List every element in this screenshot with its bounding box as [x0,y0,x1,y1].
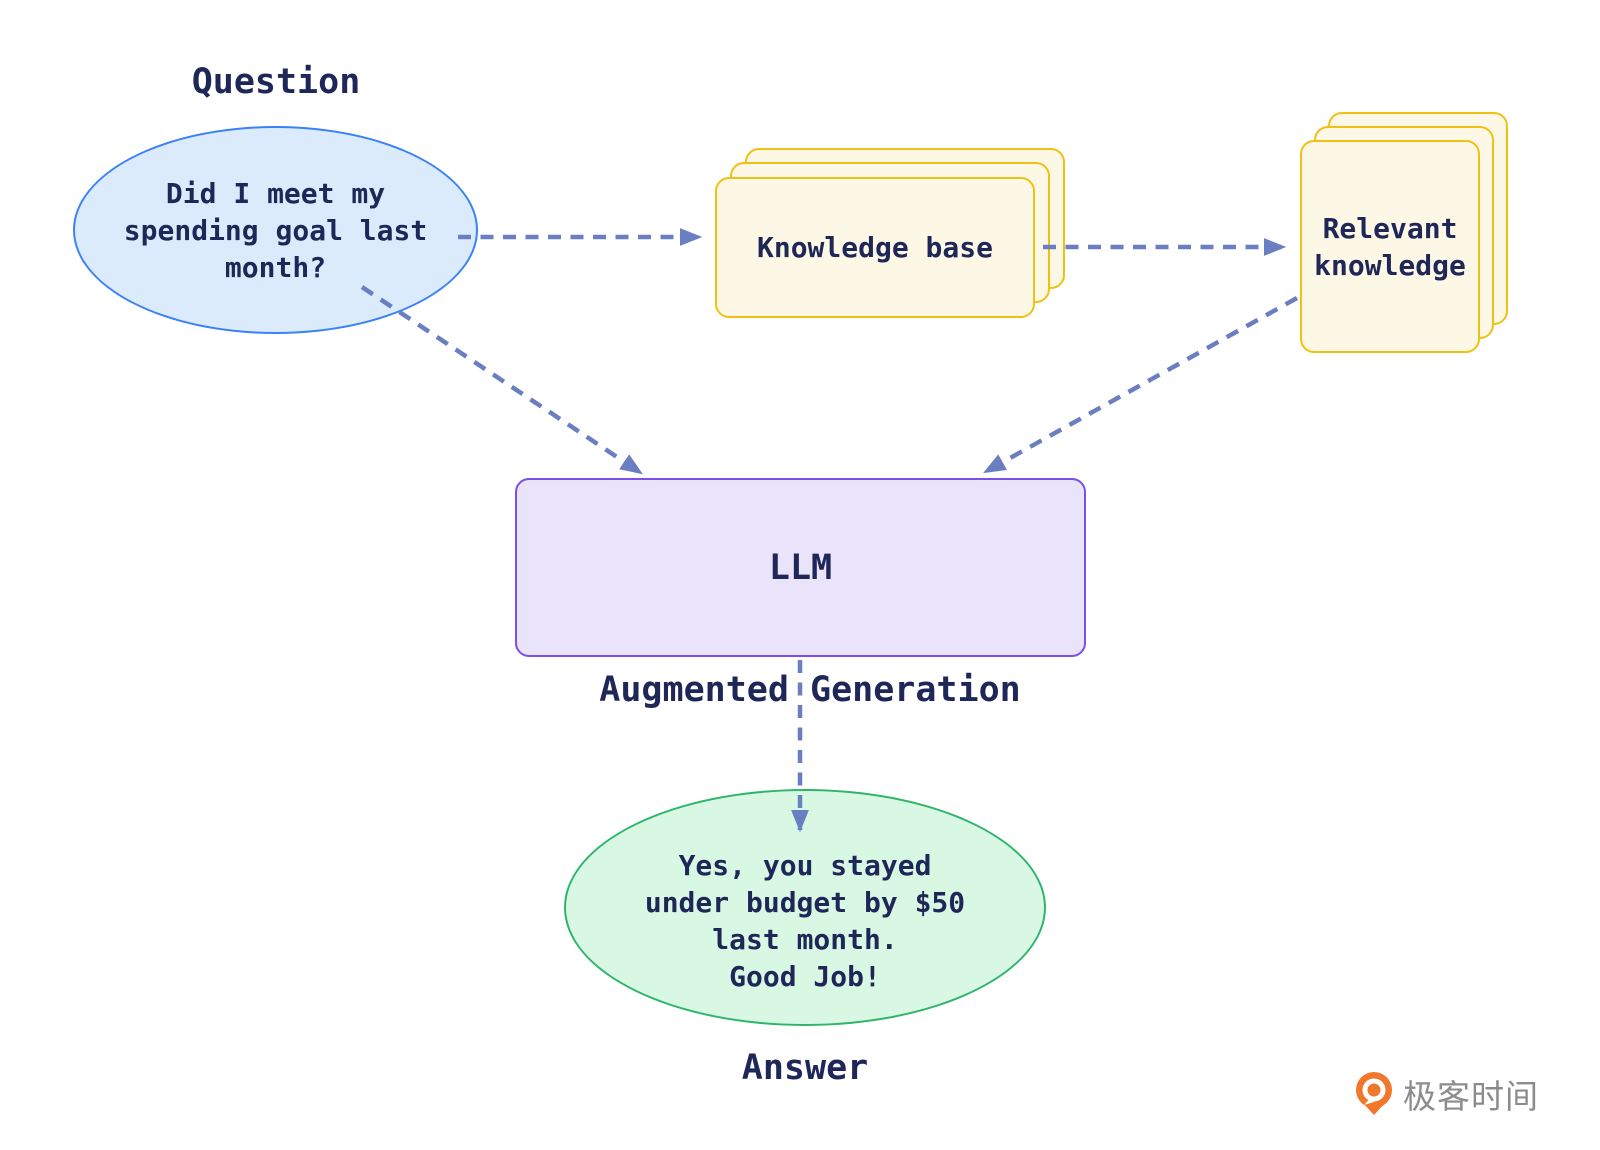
augmented-generation-heading: Augmented Generation [599,670,1021,710]
question-bubble: Did I meet my spending goal last month? [73,126,478,334]
llm-box: LLM [515,478,1086,657]
answer-heading: Answer [741,1048,869,1088]
question-heading: Question [191,62,361,102]
relevant-knowledge-label: Relevant knowledge [1314,211,1466,282]
geektime-logo: 极客时间 [1354,1070,1539,1118]
answer-line: Yes, you stayed [678,848,932,882]
llm-label: LLM [768,547,833,588]
geektime-brand-text: 极客时间 [1403,1077,1539,1116]
answer-line: under budget by $50 [644,885,966,919]
answer-bubble: Yes, you stayed under budget by $50 last… [564,789,1046,1026]
question-line: Did I meet my [165,176,386,210]
relevant-knowledge-card-front: Relevant knowledge [1300,140,1480,353]
question-line: month? [224,250,327,284]
geektime-pin-icon [1356,1072,1392,1115]
knowledge-base-card-front: Knowledge base [715,177,1035,318]
answer-line: last month. [712,922,898,956]
knowledge-base-label: Knowledge base [756,231,993,264]
arrow-relevant-knowledge-to-llm [983,296,1299,474]
question-line: spending goal last [123,213,428,247]
answer-line: Good Job! [729,959,881,993]
arrow-question-to-llm [360,285,643,475]
